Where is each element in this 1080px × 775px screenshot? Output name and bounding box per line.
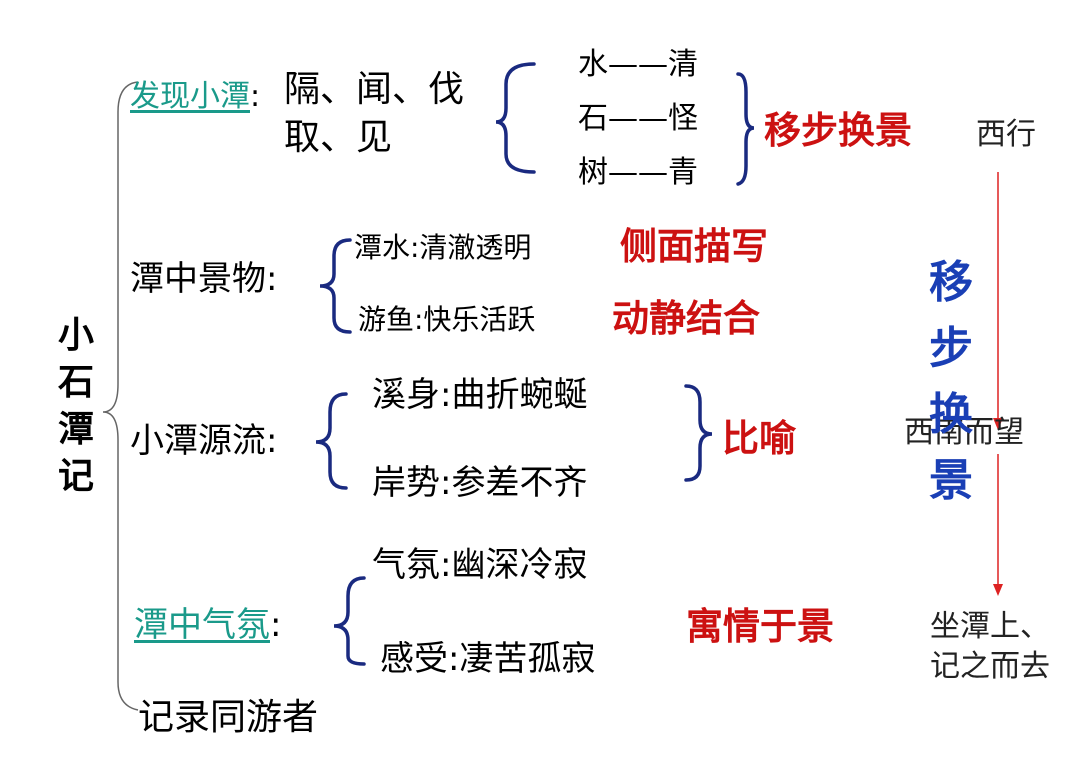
vertical-char: 景 [929,455,973,506]
atmosphere-item-mood: 气氛:幽深冷寂 [372,545,588,585]
pair-dash: —— [608,101,668,136]
atmosphere-brace [333,576,366,666]
source-item-bank: 岸势:参差不齐 [372,463,588,503]
atmosphere-label-group: 潭中气氛: [134,608,281,642]
pair-row-water: 水——清 [578,50,698,80]
title-char: 石 [57,362,94,403]
vertical-char: 换 [929,389,973,440]
discover-technique: 移步换景 [764,109,912,152]
discover-brace [495,62,536,174]
discover-label-group: 发现小潭: [130,82,260,112]
source-label: 小潭源流: [130,421,278,461]
route-arrowhead-2 [993,584,1003,596]
pairs-brace [736,72,755,186]
source-right-brace [684,384,713,482]
pair-dash: —— [608,155,668,190]
route-end-line2: 记之而去 [930,649,1050,684]
main-title: 小 石 潭 记 [54,312,98,500]
pair-left: 树 [578,155,608,190]
pair-left: 水 [578,47,608,82]
atmosphere-colon: : [270,605,282,645]
source-technique: 比喻 [722,417,796,460]
scenery-label: 潭中景物: [130,259,278,299]
route-end-line1: 坐潭上、 [930,609,1050,644]
scenery-technique-2: 动静结合 [612,297,760,340]
scenery-item-fish: 游鱼:快乐活跃 [358,303,536,336]
source-brace [315,392,348,490]
vertical-char: 移 [929,257,973,308]
discover-link[interactable]: 发现小潭 [130,79,250,114]
discover-actions-line1: 隔、闻、伐 [284,69,465,110]
main-brace [102,81,139,711]
source-item-stream: 溪身:曲折蜿蜒 [372,375,588,415]
pair-right: 清 [668,47,698,82]
vertical-char: 步 [929,323,973,374]
scenery-brace [319,238,352,334]
title-char: 记 [57,456,94,497]
pair-right: 怪 [668,101,698,136]
title-char: 小 [57,315,94,356]
route-middle: 西南而望 [904,415,1024,450]
atmosphere-technique: 寓情于景 [686,605,834,648]
discover-actions-line2: 取、见 [284,117,393,158]
pair-dash: —— [608,47,668,82]
route-vertical-text: 移 步 换 景 [926,250,976,514]
pair-row-stone: 石——怪 [578,104,698,134]
discover-colon: : [250,79,261,114]
atmosphere-item-feeling: 感受:凄苦孤寂 [380,639,596,679]
title-char: 潭 [57,409,94,450]
pair-right: 青 [668,155,698,190]
pair-row-tree: 树——青 [578,158,698,188]
companions-label: 记录同游者 [138,697,319,738]
route-arrowhead-1 [993,418,1003,430]
scenery-item-water: 潭水:清澈透明 [354,231,532,264]
pair-left: 石 [578,101,608,136]
atmosphere-link[interactable]: 潭中气氛 [134,605,270,645]
scenery-technique-1: 侧面描写 [620,225,768,268]
route-start: 西行 [976,117,1036,152]
